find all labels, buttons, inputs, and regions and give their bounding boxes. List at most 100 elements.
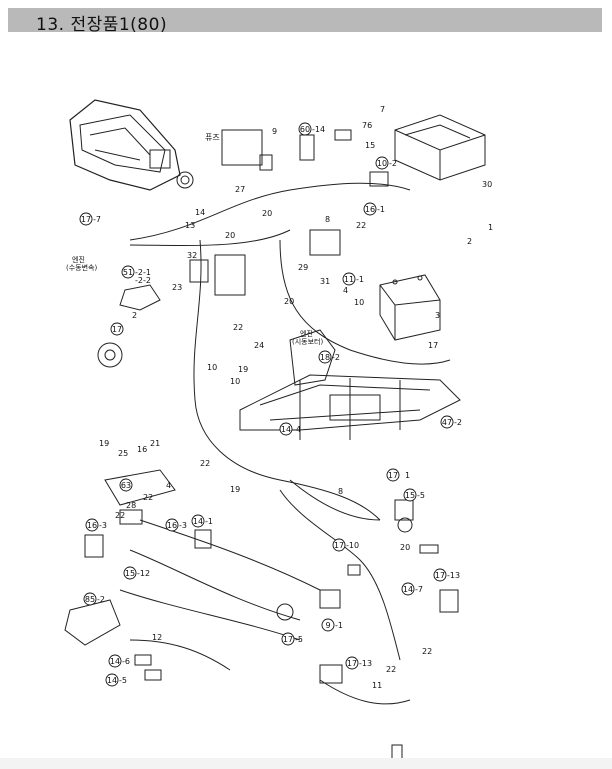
callout-c32: 32 (187, 251, 197, 260)
callout-number: 63 (121, 481, 131, 490)
callout-c63: 63 (119, 478, 133, 492)
callout-suffix: -2-1 (135, 268, 151, 277)
callout-c15: 15 (365, 141, 375, 150)
battery-box-illustration (394, 114, 486, 181)
callout-c10a: 10 (354, 298, 364, 307)
callout-circle (401, 582, 415, 596)
callout-circle (386, 468, 400, 482)
callout-c17b: 17 (428, 341, 438, 350)
callout-c11: 11 (372, 681, 382, 690)
callout-c9: 9 (272, 127, 277, 136)
callout-c17-5: 17-5 (281, 632, 303, 646)
callout-number: 4 (343, 286, 348, 295)
callout-c17-13b: 17-13 (345, 656, 372, 670)
callout-number: 17 (81, 215, 91, 224)
callout-circle (191, 514, 205, 528)
callout-c16-3a: 16-3 (85, 518, 107, 532)
callout-number: 20 (225, 231, 235, 240)
callout-number: 29 (298, 263, 308, 272)
callout-number: 21 (150, 439, 160, 448)
callout-suffix: -12 (137, 569, 150, 578)
callout-circle (165, 518, 179, 532)
callout-suffix: -13 (359, 659, 372, 668)
callout-number: 13 (185, 221, 195, 230)
callout-c22c: 22 (200, 459, 210, 468)
callout-c8a: 8 (325, 215, 330, 224)
callout-number: 12 (152, 633, 162, 642)
callout-c14-1: 14-1 (191, 514, 213, 528)
callout-c20c: 20 (284, 297, 294, 306)
callout-suffix: -3 (179, 521, 187, 530)
callout-number: 24 (254, 341, 264, 350)
callout-circle (79, 212, 93, 226)
callout-number: 20 (400, 543, 410, 552)
callout-c25: 25 (118, 449, 128, 458)
callout-circle (110, 322, 124, 336)
callout-c17a: 17 (110, 322, 124, 336)
callout-c21: 21 (150, 439, 160, 448)
callout-c17c: 17 (386, 468, 400, 482)
callout-number: 15 (365, 141, 375, 150)
callout-c30: 30 (482, 180, 492, 189)
callout-c24: 24 (254, 341, 264, 350)
callout-c20d: 20 (400, 543, 410, 552)
callout-number: 17 (283, 635, 293, 644)
callout-number: 27 (235, 185, 245, 194)
callout-number: 22 (115, 511, 125, 520)
engine-manual-label-line1: 엔진 (72, 255, 85, 264)
callout-number: 30 (482, 180, 492, 189)
callout-number: 1 (488, 223, 493, 232)
callout-number: 32 (187, 251, 197, 260)
callout-number: 8 (325, 215, 330, 224)
callout-c3: 3 (435, 311, 440, 320)
callout-suffix: -2 (389, 159, 397, 168)
callout-number: 22 (233, 323, 243, 332)
callout-number: 11 (344, 275, 354, 284)
callout-suffix: -2 (97, 595, 105, 604)
callout-number: 2 (467, 237, 472, 246)
callout-number: 22 (386, 665, 396, 674)
callout-number: 25 (118, 449, 128, 458)
callout-c31: 31 (320, 277, 330, 286)
callout-number: 14 (403, 585, 413, 594)
callout-c51: 51-2-1-2-2 (121, 265, 151, 285)
callout-number: 85 (85, 595, 95, 604)
callout-c20a: 20 (262, 209, 272, 218)
section-title: 13. 전장품1(80) (36, 15, 168, 35)
callout-number: 22 (200, 459, 210, 468)
callout-number: 14 (193, 517, 203, 526)
callout-number: 16 (137, 445, 147, 454)
callout-circle (318, 350, 332, 364)
callout-suffix: -4 (293, 425, 301, 434)
callout-circle (363, 202, 377, 216)
callout-c16-1: 16-1 (363, 202, 385, 216)
callout-c8b: 8 (338, 487, 343, 496)
callout-number: 19 (238, 365, 248, 374)
callout-suffix: -5 (119, 676, 127, 685)
callout-suffix: -5 (417, 491, 425, 500)
callout-number: 76 (362, 121, 372, 130)
callout-circle (121, 265, 135, 279)
callout-c19b: 19 (99, 439, 109, 448)
callout-suffix: -2-2 (135, 276, 151, 285)
callout-number: 51 (123, 268, 133, 277)
main-harness-wires (119, 182, 451, 705)
callout-c22f: 22 (386, 665, 396, 674)
callout-c12: 12 (152, 633, 162, 642)
engine-hst-label: 엔진 (시동보터) (292, 329, 323, 346)
callout-number: 60 (300, 125, 310, 134)
callout-number: 14 (281, 425, 291, 434)
callout-number: 22 (356, 221, 366, 230)
callout-number: 20 (262, 209, 272, 218)
callout-c11-1: 11-1 (342, 272, 364, 286)
callout-c10-2: 10-2 (375, 156, 397, 170)
callout-c14-5: 14-5 (105, 673, 127, 687)
callout-c14-4: 14-4 (279, 422, 301, 436)
callout-c22a: 22 (356, 221, 366, 230)
callout-number: 11 (372, 681, 382, 690)
callout-c13: 13 (185, 221, 195, 230)
callout-number: 2 (132, 311, 137, 320)
callout-c22d: 22 (143, 493, 153, 502)
callout-circle (105, 673, 119, 687)
